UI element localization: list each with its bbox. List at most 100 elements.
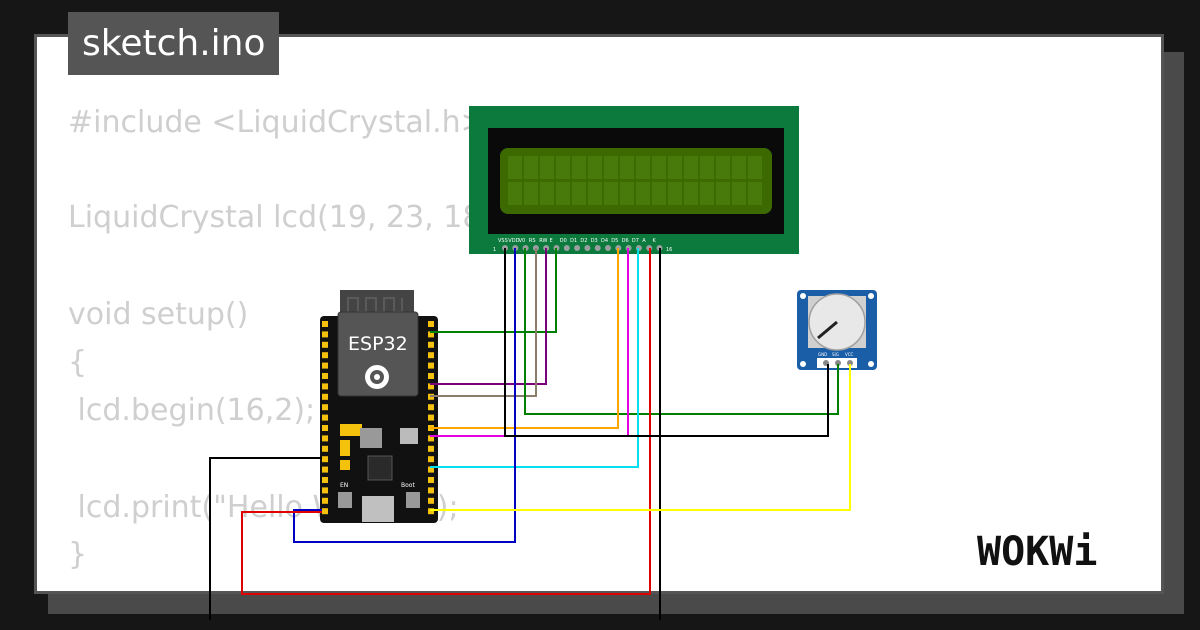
wire-gnd-pot[interactable]: [504, 248, 829, 437]
esp32-pin[interactable]: [322, 445, 328, 452]
en-button-label: EN: [340, 482, 348, 489]
esp32-pin[interactable]: [322, 487, 328, 494]
pot-pin-sig[interactable]: [835, 360, 841, 366]
esp32-pin[interactable]: [322, 508, 328, 515]
esp32-pin[interactable]: [428, 373, 434, 379]
lcd-pin[interactable]: [594, 245, 601, 251]
esp32-pin[interactable]: [322, 341, 328, 348]
lcd-char-cell: [684, 156, 698, 179]
lcd-pin-label: RS: [529, 238, 536, 244]
esp32-pin[interactable]: [428, 341, 434, 348]
smd-component: [400, 428, 418, 444]
boot-button-label: Boot: [401, 482, 415, 489]
esp32-pin[interactable]: [428, 362, 434, 369]
esp32-pin[interactable]: [322, 362, 328, 369]
pot-mount-hole: [800, 293, 806, 299]
esp32-pin[interactable]: [428, 383, 434, 390]
wire-a[interactable]: [241, 248, 651, 595]
wire-rw[interactable]: [430, 248, 537, 397]
pot-pin-vcc[interactable]: [847, 360, 853, 366]
pot-mount-hole: [800, 361, 806, 367]
esp32-pin[interactable]: [322, 414, 328, 421]
wire-e[interactable]: [430, 248, 547, 385]
esp32-pin[interactable]: [428, 487, 434, 494]
antenna-trace: [347, 297, 403, 313]
lcd-char-cell: [748, 182, 762, 205]
esp32-pin[interactable]: [322, 352, 328, 359]
esp32-pin[interactable]: [322, 404, 328, 411]
esp32-pin[interactable]: [322, 373, 328, 379]
esp32-pin[interactable]: [428, 321, 434, 327]
esp32-pin[interactable]: [322, 477, 328, 483]
pot-mount-hole: [868, 293, 874, 299]
esp32-devkit[interactable]: ESP32 EN Boot: [320, 290, 438, 523]
wire-gnd-esp[interactable]: [209, 457, 322, 620]
lcd-char-cell: [604, 182, 618, 205]
pot-pin-label-sig: SIG: [832, 352, 839, 357]
lcd-pin-label: V0: [519, 238, 526, 244]
lcd-char-cell: [668, 182, 682, 205]
lcd-pin[interactable]: [574, 245, 581, 251]
esp32-pin[interactable]: [428, 404, 434, 411]
lcd-pin-label: A: [642, 238, 646, 244]
lcd-char-cell: [604, 156, 618, 179]
lcd-char-cell: [700, 182, 714, 205]
esp32-pin[interactable]: [322, 456, 328, 463]
esp32-pin[interactable]: [428, 456, 434, 463]
esp32-pin[interactable]: [322, 331, 328, 338]
pot-mount-hole: [868, 361, 874, 367]
lcd-pin[interactable]: [563, 245, 570, 251]
esp32-pin[interactable]: [322, 321, 328, 327]
espressif-logo-icon: [365, 365, 389, 389]
potentiometer[interactable]: GND SIG VCC: [797, 290, 877, 370]
wire-d4[interactable]: [430, 248, 619, 429]
esp32-pin[interactable]: [322, 466, 328, 473]
wire-pot-vcc[interactable]: [430, 364, 851, 511]
esp32-module: [337, 311, 419, 397]
esp32-pin[interactable]: [428, 466, 434, 473]
pot-pin-label-gnd: GND: [818, 352, 827, 357]
esp32-pin[interactable]: [322, 435, 328, 442]
esp32-pin[interactable]: [322, 383, 328, 390]
micro-usb-port[interactable]: [362, 496, 394, 522]
esp32-pin[interactable]: [428, 497, 434, 504]
esp32-pin[interactable]: [428, 508, 434, 515]
esp32-pin[interactable]: [322, 393, 328, 400]
esp32-pin[interactable]: [428, 477, 434, 483]
lcd-pin-label: VDD: [508, 238, 519, 244]
lcd-char-cell: [572, 182, 586, 205]
esp32-pin[interactable]: [322, 497, 328, 504]
lcd-pin-label: D7: [632, 238, 639, 244]
lcd-char-cell: [588, 156, 602, 179]
lcd-char-cell: [636, 182, 650, 205]
lcd-char-cell: [716, 182, 730, 205]
esp32-pin[interactable]: [428, 445, 434, 452]
file-tab-sketch[interactable]: sketch.ino: [68, 12, 280, 75]
wire-d6[interactable]: [430, 248, 639, 468]
boot-button[interactable]: [406, 492, 420, 508]
lcd-pin-label: VSS: [498, 238, 508, 244]
smd-component: [340, 440, 350, 456]
lcd-char-cell: [540, 156, 554, 179]
lcd-pin[interactable]: [584, 245, 591, 251]
esp32-pin[interactable]: [428, 435, 434, 442]
wokwi-logo-icon: WOKWi: [977, 529, 1097, 575]
code-line-lcd-begin: lcd.begin(16,2);: [68, 393, 316, 428]
wire-v0[interactable]: [524, 248, 839, 415]
esp32-pin[interactable]: [428, 331, 434, 338]
esp32-left-header: [322, 321, 328, 515]
esp32-pin[interactable]: [428, 414, 434, 421]
lcd-char-cell: [652, 182, 666, 205]
lcd-char-cell: [700, 156, 714, 179]
lcd-char-cell: [540, 182, 554, 205]
esp32-pin[interactable]: [322, 425, 328, 431]
en-button[interactable]: [338, 492, 352, 508]
esp32-pin[interactable]: [428, 352, 434, 359]
wire-vdd[interactable]: [293, 248, 516, 543]
wire-d5[interactable]: [430, 248, 629, 437]
lcd-char-cell: [620, 182, 634, 205]
wire-rs[interactable]: [430, 248, 557, 333]
lcd-pin[interactable]: [605, 245, 611, 251]
